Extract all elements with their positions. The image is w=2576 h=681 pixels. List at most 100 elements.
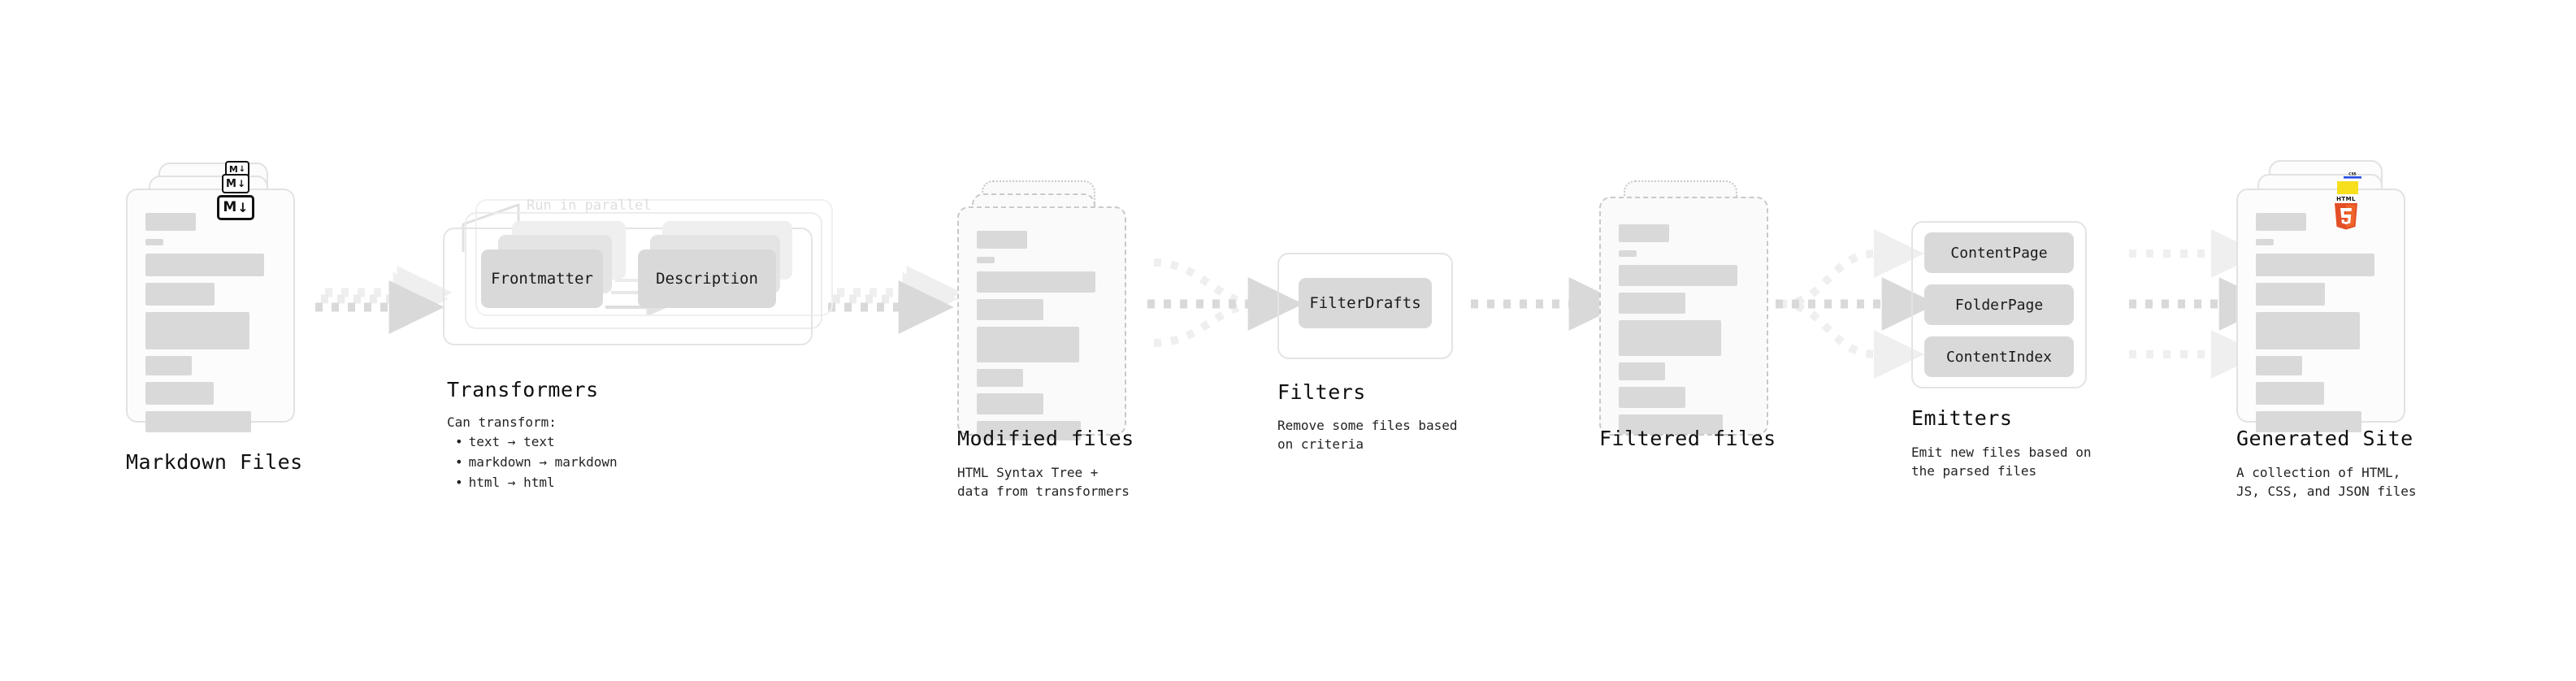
list-item: • html → html: [455, 473, 618, 493]
css3-icon: CSS: [2342, 167, 2363, 179]
markdown-icon: M ↓: [217, 195, 254, 220]
doc-bar: [145, 283, 215, 306]
markdown-icon-arrow: ↓: [236, 178, 245, 189]
doc-sheet-front: [957, 206, 1126, 440]
doc-bar: [145, 254, 264, 276]
svg-text:CSS: CSS: [2348, 172, 2356, 177]
stage-markdown-files: M ↓ M ↓ M ↓: [126, 161, 321, 432]
transformers-bullet-list: •text → text • markdown → markdown • html …: [455, 432, 618, 492]
markdown-icon-arrow: ↓: [238, 164, 246, 174]
doc-bar: [2256, 356, 2302, 375]
arrow-emitters-to-site: [2129, 229, 2275, 379]
transformer-chip-label: Description: [656, 270, 758, 288]
doc-bar: [1619, 265, 1737, 286]
doc-bar: [977, 271, 1095, 293]
doc-bar: [1619, 250, 1637, 257]
markdown-icon-letter: M: [228, 164, 238, 175]
stage-caption-filters: Remove some files based on criteria: [1277, 418, 1458, 453]
doc-bar: [2256, 283, 2325, 306]
markdown-icon-letter: M: [226, 177, 236, 190]
emitter-chip-label: FolderPage: [1954, 296, 2044, 314]
stage-caption-generated-site: A collection of HTML, JS, CSS, and JSON …: [2236, 465, 2417, 500]
stage-generated-site: CSS HTML: [2236, 160, 2431, 432]
filter-chip-label: FilterDrafts: [1309, 294, 1421, 312]
filters-box: [1277, 253, 1453, 359]
stage-title-filters: Filters: [1277, 380, 1366, 404]
run-in-parallel-label: Run in parallel: [527, 197, 652, 214]
stage-modified-files: [957, 180, 1144, 440]
doc-bar: [2256, 239, 2274, 245]
doc-bar: [1619, 387, 1685, 408]
stage-title-filtered-files: Filtered files: [1599, 427, 1776, 450]
emitter-chip-label: ContentPage: [1950, 244, 2048, 262]
doc-bar: [145, 411, 251, 432]
bullet-dot-icon: •: [455, 434, 463, 449]
svg-text:HTML: HTML: [2336, 196, 2356, 202]
doc-bar: [977, 421, 1081, 440]
doc-sheet-front: [126, 189, 295, 432]
markdown-icon-arrow: ↓: [237, 199, 249, 215]
doc-bar: [145, 239, 163, 245]
doc-bar: [977, 231, 1027, 249]
emitter-chip-contentpage[interactable]: ContentPage: [1924, 232, 2074, 273]
doc-bar: [977, 299, 1043, 320]
doc-sheet-front: [2236, 189, 2405, 432]
doc-bar: [145, 382, 214, 405]
doc-bar: [2256, 312, 2360, 349]
doc-bar: [145, 213, 196, 231]
emitters-box: [1911, 221, 2087, 388]
doc-bar: [1619, 224, 1669, 242]
stage-filters: FilterDrafts: [1277, 253, 1453, 359]
markdown-icon-mid: M ↓: [222, 174, 249, 193]
js-icon: [2337, 181, 2358, 194]
bullet-label: markdown → markdown: [468, 453, 618, 470]
html5-icon: HTML: [2331, 194, 2361, 230]
stage-title-emitters: Emitters: [1911, 406, 2013, 430]
filter-chip-filterdrafts[interactable]: FilterDrafts: [1299, 278, 1432, 328]
bullet-dot-icon: •: [455, 474, 463, 490]
stage-title-generated-site: Generated Site: [2236, 427, 2413, 450]
stage-transformers: Frontmatter Description: [443, 199, 841, 362]
doc-bar: [1619, 414, 1723, 434]
transformers-box-mid: [465, 212, 822, 329]
doc-bar: [2256, 254, 2374, 276]
doc-bar: [1619, 293, 1685, 314]
doc-bar: [2256, 382, 2324, 405]
transformer-chip-label: Frontmatter: [491, 270, 593, 288]
transformers-box-back: [475, 199, 833, 316]
stage-emitters: ContentPage FolderPage ContentIndex: [1911, 221, 2087, 388]
markdown-icon-back: M ↓: [225, 161, 249, 178]
bullet-dot-icon: •: [455, 453, 463, 470]
stage-caption-transformers: Can transform:: [447, 414, 557, 430]
transformers-box-front: [443, 228, 813, 345]
doc-bar: [2256, 213, 2306, 231]
doc-bar: [1619, 362, 1665, 380]
arrow-filtered-to-emitters: [1776, 229, 1937, 379]
arrow-markdown-to-transformers: [315, 266, 453, 334]
stage-caption-emitters: Emit new files based on the parsed files: [1911, 445, 2092, 479]
arrow-transformers-to-modified: [828, 266, 962, 334]
emitter-chip-contentindex[interactable]: ContentIndex: [1924, 336, 2074, 377]
bullet-label: html → html: [468, 474, 555, 490]
doc-bar: [977, 393, 1043, 414]
transformer-chip-description[interactable]: Description: [638, 249, 776, 308]
doc-bar: [145, 356, 192, 375]
list-item: •text → text: [455, 432, 618, 453]
stage-title-transformers: Transformers: [447, 378, 599, 401]
stage-caption-modified-files: HTML Syntax Tree + data from transformer…: [957, 465, 1130, 500]
transformer-chip-frontmatter[interactable]: Frontmatter: [481, 249, 603, 308]
emitter-chip-folderpage[interactable]: FolderPage: [1924, 284, 2074, 325]
stage-filtered-files: [1599, 180, 1786, 436]
doc-bar: [977, 369, 1023, 387]
doc-bar: [977, 257, 995, 263]
doc-bar: [977, 327, 1079, 362]
stage-title-markdown-files: Markdown Files: [126, 450, 303, 474]
doc-bar: [1619, 320, 1721, 356]
arrow-modified-to-filters: [1147, 258, 1303, 347]
emitter-chip-label: ContentIndex: [1945, 348, 2053, 366]
run-in-parallel-bracket: [462, 203, 520, 252]
stage-title-modified-files: Modified files: [957, 427, 1134, 450]
list-item: • markdown → markdown: [455, 453, 618, 473]
